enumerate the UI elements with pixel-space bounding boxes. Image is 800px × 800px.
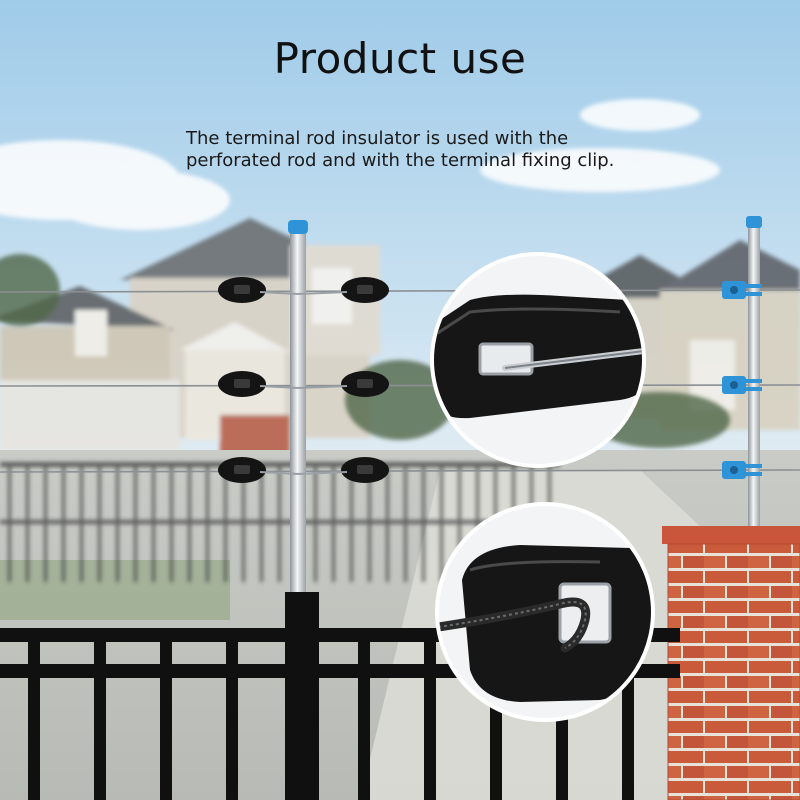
blue-clip-2 bbox=[722, 376, 762, 394]
zoom-detail-top bbox=[430, 252, 646, 468]
terminal-rod bbox=[288, 220, 308, 608]
fence-wires bbox=[0, 289, 800, 473]
pole-cap bbox=[288, 220, 308, 234]
blue-fixing-clips bbox=[722, 281, 762, 479]
blue-clip-1 bbox=[722, 281, 762, 299]
insulator-right-2 bbox=[297, 371, 389, 397]
insulator-left-3 bbox=[218, 457, 299, 483]
blue-clip-3 bbox=[722, 461, 762, 479]
page-title: Product use bbox=[273, 34, 527, 83]
right-pole-cap bbox=[746, 216, 762, 228]
cable-bottom bbox=[439, 597, 591, 653]
lawn bbox=[0, 560, 230, 620]
clouds bbox=[0, 99, 720, 230]
background-houses bbox=[0, 218, 800, 600]
insulator-left-1 bbox=[218, 277, 299, 303]
insulator-right-3 bbox=[297, 457, 389, 483]
brick-pillar bbox=[662, 526, 800, 800]
rod-insulators bbox=[218, 277, 389, 483]
product-description: The terminal rod insulator is used with … bbox=[186, 128, 615, 171]
insulator-left-2 bbox=[218, 371, 299, 397]
insulator-right-1 bbox=[297, 277, 389, 303]
insulator-closeup-top bbox=[434, 294, 642, 419]
right-rod bbox=[722, 216, 762, 532]
zoom-detail-bottom bbox=[435, 502, 655, 722]
